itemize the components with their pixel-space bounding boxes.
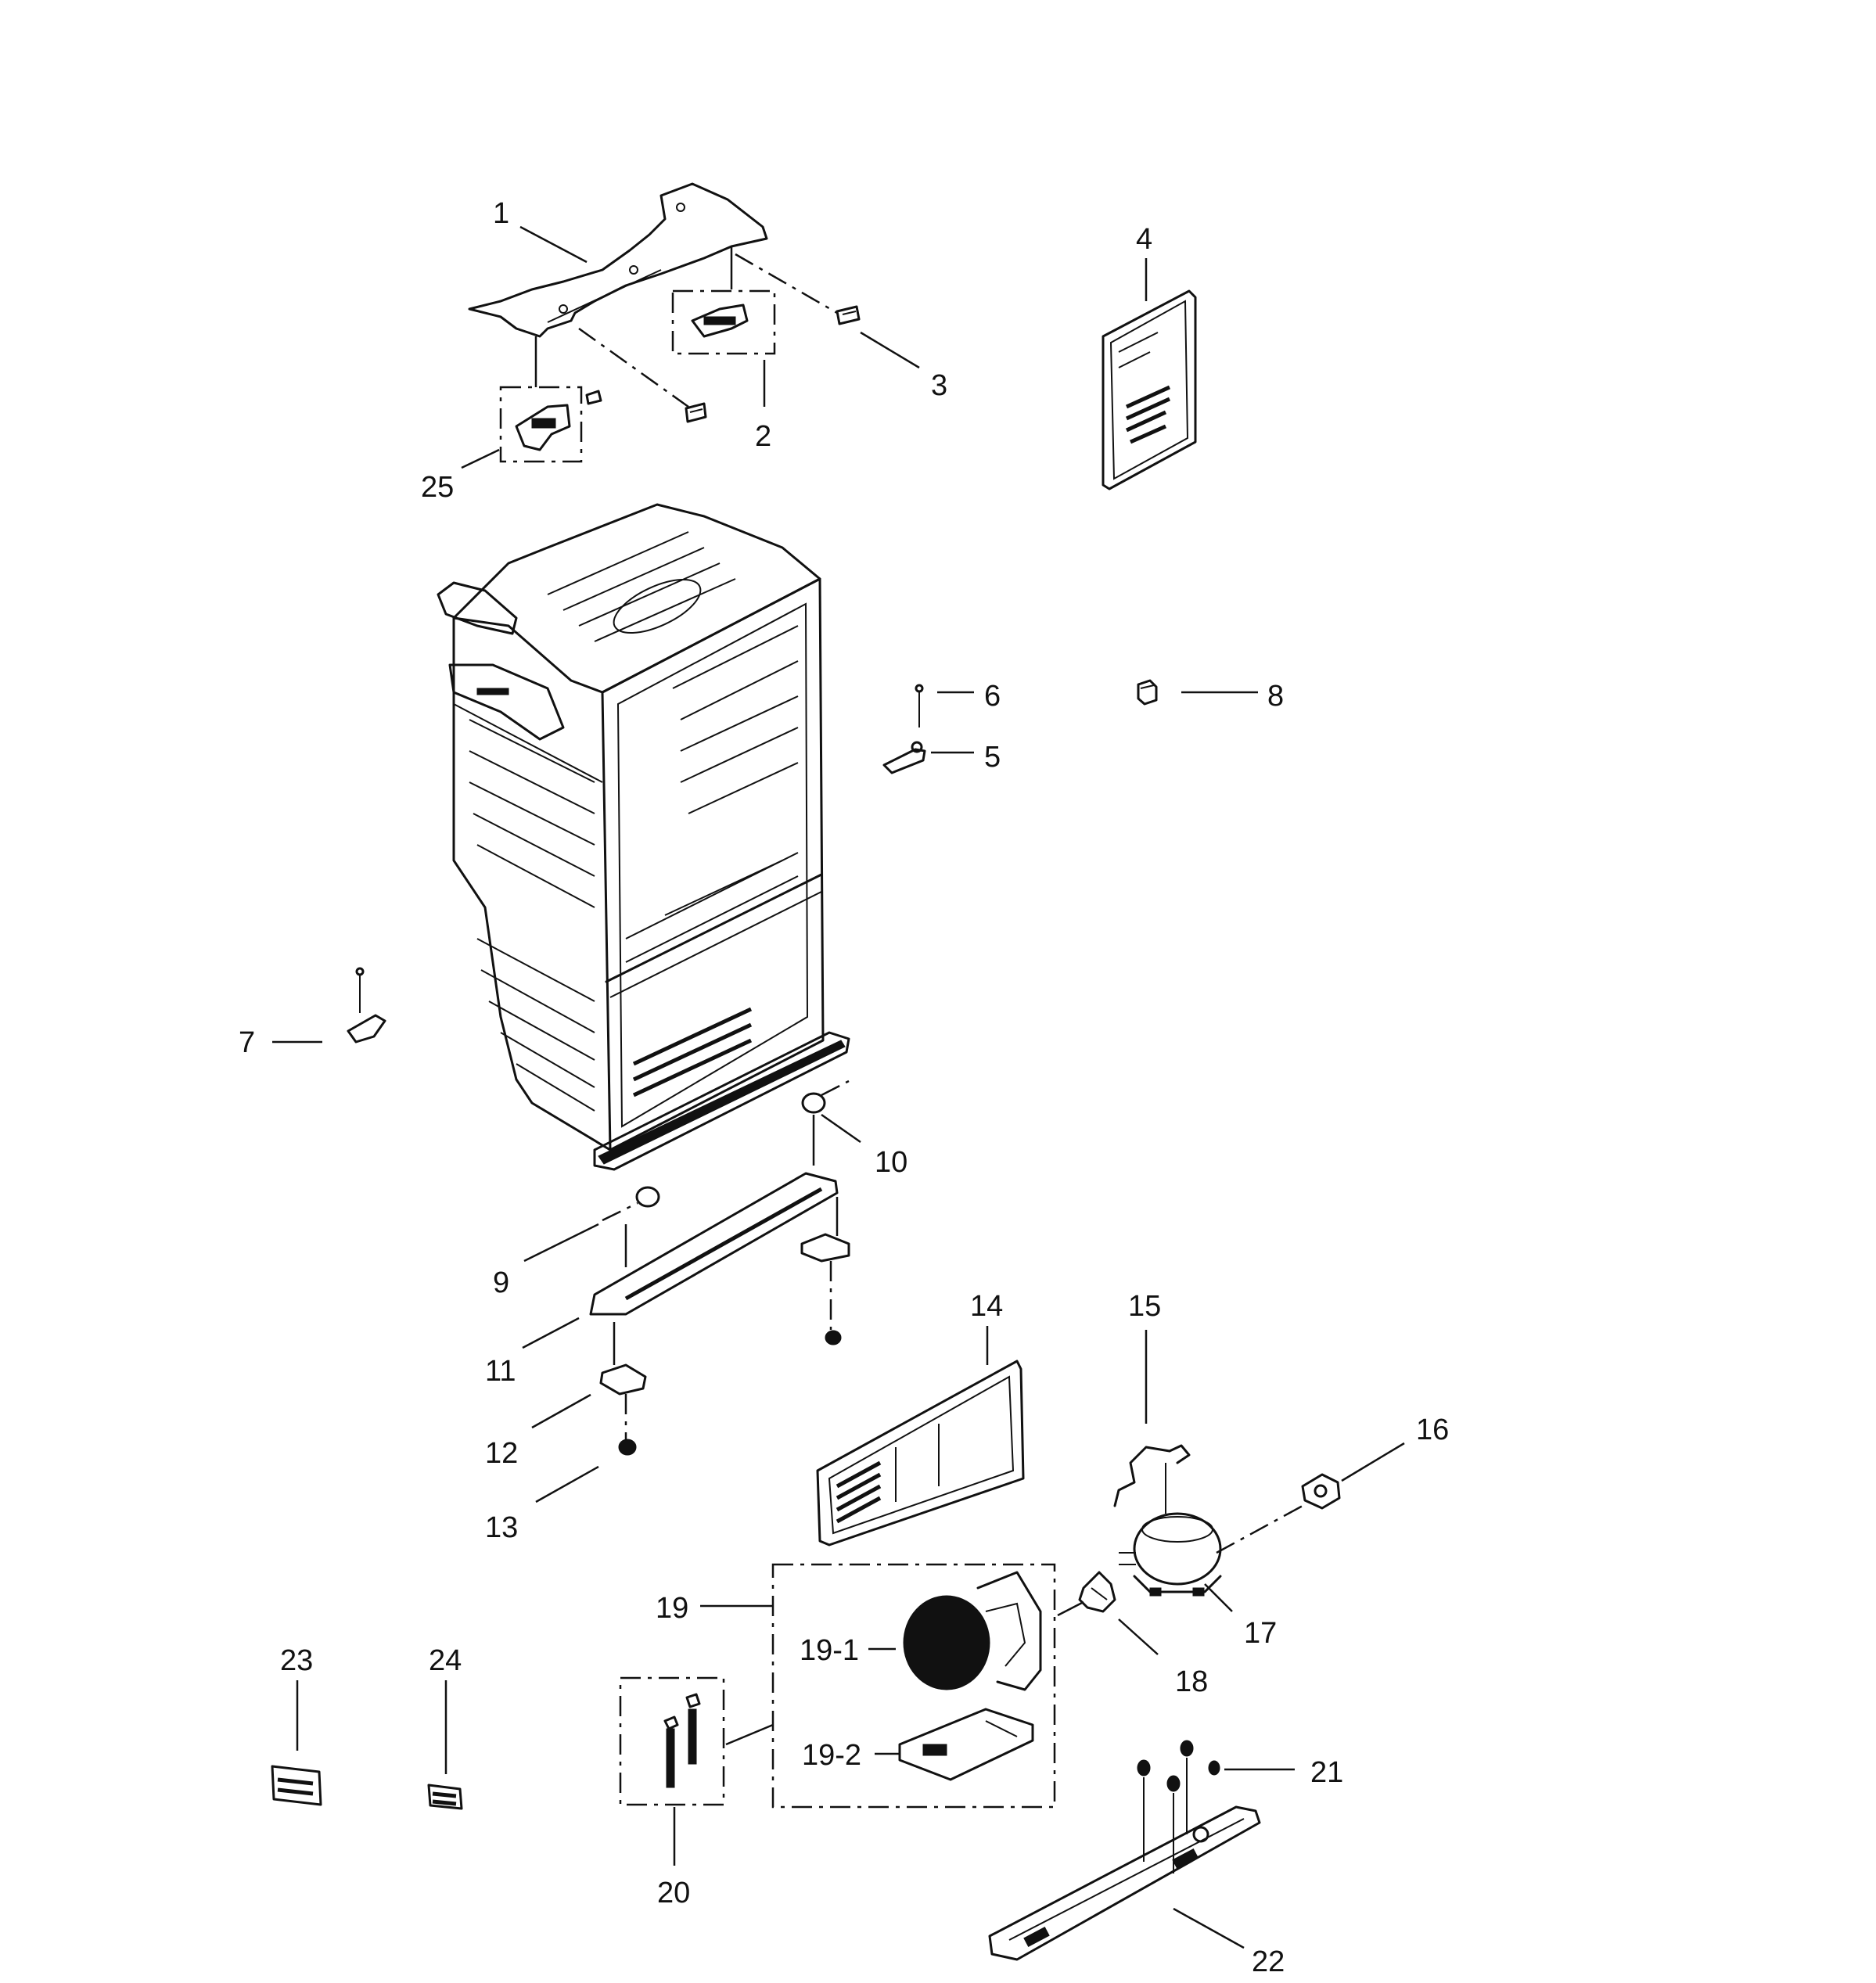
part-12-foot — [599, 1322, 647, 1439]
part-8-connector — [1137, 679, 1158, 706]
callout-16: 16 — [1416, 1414, 1449, 1446]
callout-23: 23 — [280, 1644, 313, 1677]
part-10-roller — [801, 1080, 850, 1166]
part-11-stabilizer-bar — [589, 1172, 839, 1316]
callout-12: 12 — [485, 1437, 518, 1470]
part-3-pad — [836, 305, 861, 325]
callout-10: 10 — [875, 1146, 907, 1179]
part-19-2-fan-bracket — [898, 1708, 1034, 1781]
part-5-hinge-pin — [882, 741, 926, 774]
vent-grille — [836, 1460, 882, 1524]
part-7-hinge-pin — [347, 967, 386, 1044]
part-1-top-bracket — [468, 182, 838, 408]
callout-3: 3 — [931, 369, 947, 402]
callout-25: 25 — [421, 471, 454, 504]
part-9-roller — [602, 1186, 660, 1267]
part-11-foot-right — [800, 1233, 850, 1345]
callout-22: 22 — [1252, 1945, 1285, 1978]
callout-18: 18 — [1175, 1665, 1208, 1698]
part-23-label — [271, 1765, 322, 1806]
part-16-relay — [1216, 1473, 1341, 1554]
callout-1: 1 — [493, 197, 509, 230]
callout-7: 7 — [239, 1026, 255, 1059]
part-19-1-fan-motor — [903, 1571, 1042, 1691]
callout-21: 21 — [1310, 1756, 1343, 1789]
part-21-grommets — [1137, 1740, 1220, 1873]
part-22-base-plate — [988, 1805, 1261, 1961]
part-13-leveling-foot — [618, 1439, 637, 1456]
part-25-hinge — [499, 386, 602, 463]
part-4-label-sheet — [1102, 289, 1197, 490]
part-17-compressor — [1119, 1512, 1222, 1597]
callout-19-1: 19-1 — [800, 1634, 859, 1667]
part-24-label — [427, 1784, 463, 1810]
callout-9: 9 — [493, 1266, 509, 1299]
part-2-hinge — [671, 289, 776, 355]
callout-19: 19 — [656, 1592, 688, 1625]
callout-11: 11 — [485, 1355, 516, 1388]
top-ribs — [547, 531, 736, 642]
callout-6: 6 — [984, 680, 1001, 713]
callout-2: 2 — [755, 420, 771, 453]
part-18-fan-blade — [1078, 1571, 1116, 1613]
callout-19-2: 19-2 — [802, 1739, 861, 1772]
callout-17: 17 — [1244, 1617, 1277, 1650]
pad-lower — [685, 402, 707, 423]
callout-8: 8 — [1267, 680, 1284, 713]
part-6-pin — [915, 684, 924, 727]
interior-ribs — [625, 625, 799, 1097]
callout-24: 24 — [429, 1644, 462, 1677]
callout-5: 5 — [984, 741, 1001, 774]
part-20-screws — [619, 1676, 774, 1806]
callout-14: 14 — [970, 1290, 1003, 1323]
part-19-fan-assembly — [771, 1563, 1084, 1809]
part-15-tube — [1113, 1444, 1191, 1514]
callout-13: 13 — [485, 1511, 518, 1544]
callout-4: 4 — [1136, 223, 1152, 256]
callout-20: 20 — [657, 1877, 690, 1909]
cabinet-body — [437, 503, 850, 1171]
leader-lines — [272, 225, 1405, 1949]
callout-15: 15 — [1128, 1290, 1161, 1323]
side-ribs — [469, 719, 595, 1112]
callout-labels: 1 2 3 4 5 6 7 8 9 10 11 12 13 14 15 16 1… — [239, 197, 1449, 1978]
part-14-back-cover — [816, 1360, 1025, 1547]
